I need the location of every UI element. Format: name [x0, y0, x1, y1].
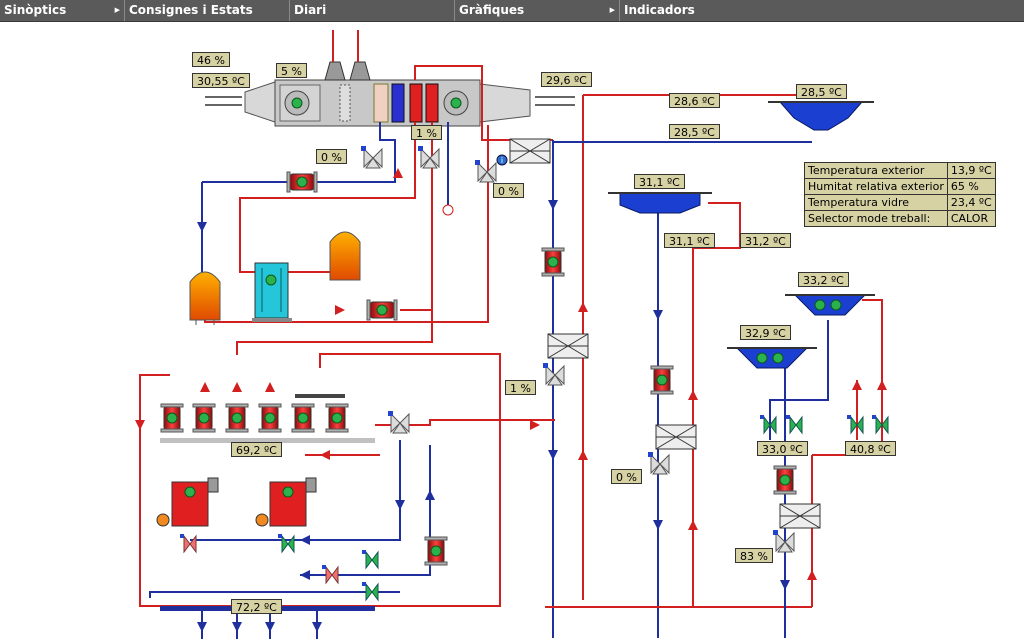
menu-label: Indicadors — [624, 3, 695, 17]
pool-tank-2 — [608, 192, 712, 214]
valve-3-position: 1 % — [505, 380, 536, 395]
pool-3-out-temp: 40,8 ºC — [845, 441, 896, 456]
pool-tank-main — [768, 101, 874, 131]
info-row: Temperatura vidre 23,4 ºC — [804, 194, 996, 211]
valve-1-position: 0 % — [316, 149, 347, 164]
pool-2-return-temp: 31,2 ºC — [740, 233, 791, 248]
pool-2-supply-temp: 31,1 ºC — [664, 233, 715, 248]
menu-grafiques[interactable]: Gràfiques ▶ — [455, 0, 620, 21]
info-label: Humitat relativa exterior — [804, 178, 948, 195]
submenu-arrow-icon: ▶ — [114, 6, 120, 14]
menu-consignes-estats[interactable]: Consignes i Estats — [125, 0, 290, 21]
menu-diari[interactable]: Diari — [290, 0, 455, 21]
ahu-humidity: 46 % — [192, 52, 230, 67]
menu-label: Consignes i Estats — [129, 3, 253, 17]
air-handling-unit — [205, 30, 575, 127]
menu-label: Diari — [294, 3, 327, 17]
pool-4-tank-temp: 32,9 ºC — [740, 325, 791, 340]
svg-text:i: i — [501, 156, 503, 165]
info-label: Temperatura vidre — [804, 194, 948, 211]
pool-tank-3 — [785, 294, 875, 316]
menu-label: Sinòptics — [4, 3, 67, 17]
boiler — [156, 477, 219, 527]
menu-bar: Sinòptics ▶ Consignes i Estats Diari Grà… — [0, 0, 1024, 22]
pool-main-tank-temp: 28,5 ºC — [796, 84, 847, 99]
info-value: 13,9 ºC — [946, 162, 996, 179]
info-row: Temperatura exterior 13,9 ºC — [804, 162, 996, 179]
hot-collector — [160, 438, 375, 443]
info-panel: Temperatura exterior 13,9 ºC Humitat rel… — [804, 162, 996, 227]
submenu-arrow-icon: ▶ — [609, 6, 615, 14]
info-value: 23,4 ºC — [946, 194, 996, 211]
pool-2-tank-temp: 31,1 ºC — [634, 174, 685, 189]
heat-exchanger-unit — [252, 262, 292, 322]
valve-2-position: 0 % — [493, 183, 524, 198]
boiler — [255, 477, 317, 527]
valve-5-position: 83 % — [735, 548, 773, 563]
info-value: CALOR — [946, 210, 996, 227]
info-label: Selector mode treball: — [804, 210, 948, 227]
menu-indicadors[interactable]: Indicadors — [620, 0, 1024, 21]
ahu-supply-temp: 29,6 ºC — [541, 72, 592, 87]
ahu-coil-valve: 1 % — [411, 125, 442, 140]
expansion-vessel — [189, 271, 221, 325]
info-value: 65 % — [946, 178, 996, 195]
ahu-damper-position: 5 % — [276, 63, 307, 78]
menu-label: Gràfiques — [459, 3, 525, 17]
ahu-outdoor-temp: 30,55 ºC — [192, 73, 250, 88]
pool-3-tank-temp: 33,2 ºC — [798, 272, 849, 287]
expansion-vessel — [329, 231, 361, 281]
collector-hot-temp: 69,2 ºC — [231, 442, 282, 457]
valves: i — [179, 145, 889, 601]
info-row: Selector mode treball: CALOR — [804, 210, 996, 227]
collector-return-temp: 72,2 ºC — [231, 599, 282, 614]
menu-sinoptics[interactable]: Sinòptics ▶ — [0, 0, 125, 21]
info-label: Temperatura exterior — [804, 162, 948, 179]
valve-4-position: 0 % — [611, 469, 642, 484]
pool-main-return-temp: 28,6 ºC — [669, 93, 720, 108]
pumps — [160, 171, 797, 566]
pool-main-supply-temp: 28,5 ºC — [669, 124, 720, 139]
pool-4-out-temp: 33,0 ºC — [757, 441, 808, 456]
hvac-schematic: i — [135, 30, 889, 639]
info-row: Humitat relativa exterior 65 % — [804, 178, 996, 195]
collector-outlets — [201, 611, 318, 639]
pool-tank-4 — [727, 347, 817, 369]
